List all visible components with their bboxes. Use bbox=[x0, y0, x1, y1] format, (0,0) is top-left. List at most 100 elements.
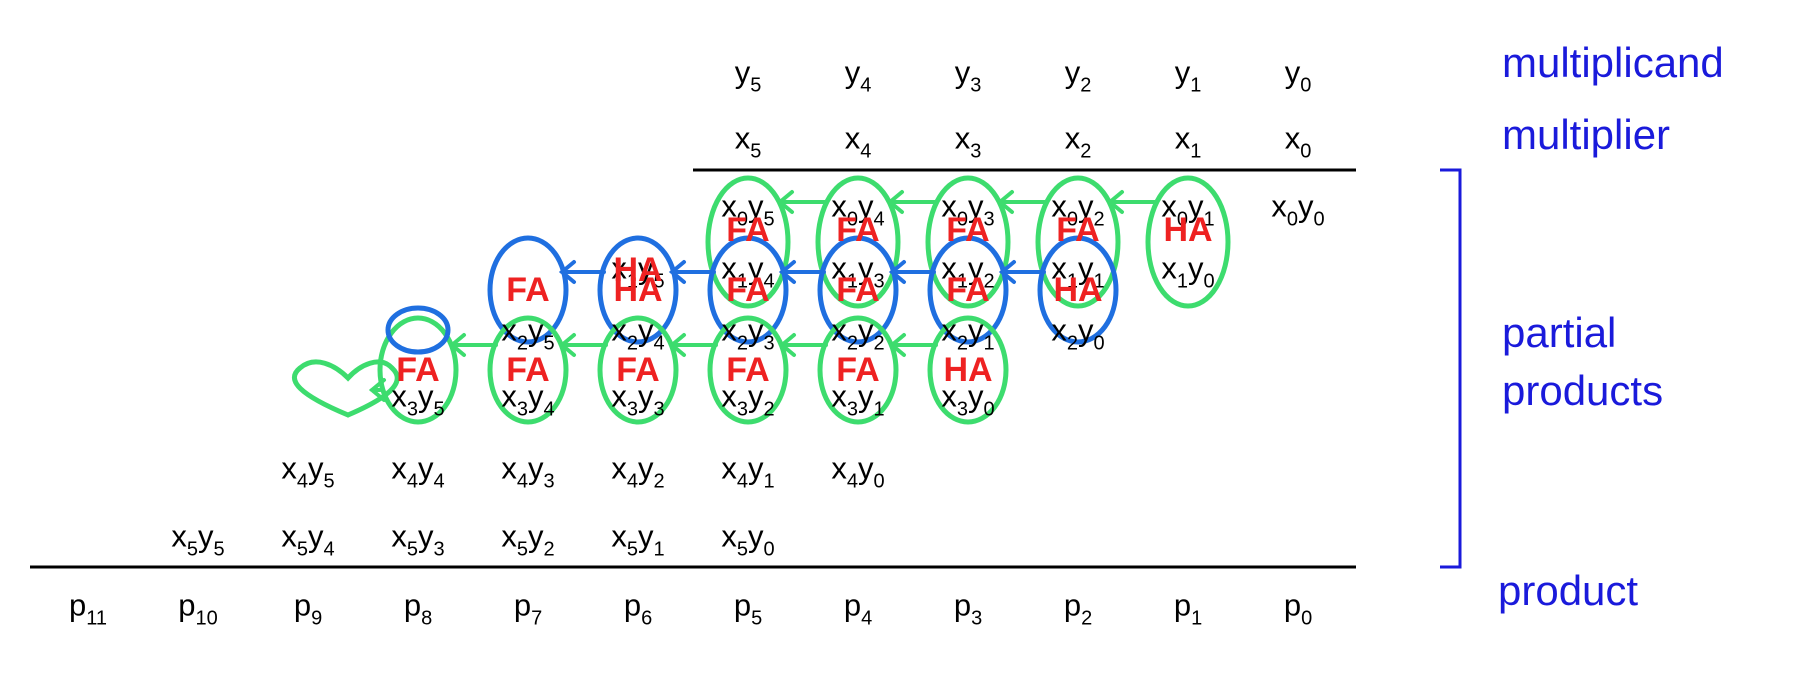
partial-products-bracket bbox=[1440, 168, 1462, 569]
partial-product: x1y2 bbox=[941, 250, 995, 293]
product-bit: p10 bbox=[178, 587, 218, 630]
partial-product: x3y4 bbox=[501, 378, 555, 421]
stage1-adder-loop bbox=[705, 175, 791, 309]
label-partial: partial bbox=[1502, 309, 1617, 356]
product-bit: p3 bbox=[953, 587, 983, 630]
partial-product: x3y5 bbox=[391, 378, 445, 421]
stage2-adder-loop bbox=[817, 235, 899, 345]
stage1-adder-loop bbox=[815, 175, 901, 309]
partial-product: x0y5 bbox=[721, 188, 775, 231]
multiplicand-bit: y0 bbox=[1284, 54, 1312, 97]
partial-product: x0y3 bbox=[941, 188, 995, 231]
label-multiplicand: multiplicand bbox=[1502, 39, 1724, 86]
carry-arrow bbox=[558, 260, 606, 284]
carry-arrow bbox=[998, 260, 1046, 284]
partial-product: x4y0 bbox=[831, 450, 885, 493]
carry-arrow bbox=[778, 333, 828, 357]
multiplicand-bit: y1 bbox=[1174, 54, 1202, 97]
label-product: product bbox=[1498, 567, 1639, 614]
product-bit: p2 bbox=[1063, 587, 1093, 630]
partial-product: x1y5 bbox=[611, 250, 665, 293]
stage2-adder-loop bbox=[385, 305, 451, 355]
multiplier-bit: x4 bbox=[844, 120, 872, 163]
carry-arrow bbox=[448, 333, 498, 357]
partial-product: x4y1 bbox=[721, 450, 775, 493]
stage1-adder-loop bbox=[925, 175, 1011, 309]
adder-annotations bbox=[292, 175, 1231, 425]
carry-out-loop bbox=[292, 359, 400, 418]
partial-product: x4y5 bbox=[281, 450, 335, 493]
partial-product: x1y0 bbox=[1161, 250, 1215, 293]
product-bit: p6 bbox=[623, 587, 653, 630]
multiplicand-bit: y5 bbox=[734, 54, 762, 97]
partial-product: x5y3 bbox=[391, 518, 445, 561]
partial-product: x3y1 bbox=[831, 378, 885, 421]
partial-product: x4y4 bbox=[391, 450, 445, 493]
label-multiplier: multiplier bbox=[1502, 111, 1671, 158]
multiplier-bit: x0 bbox=[1284, 120, 1312, 163]
multiplicand-bit: y4 bbox=[844, 54, 872, 97]
product-bit: p9 bbox=[293, 587, 323, 630]
partial-product: x0y1 bbox=[1161, 188, 1215, 231]
multiplier-bit: x5 bbox=[734, 120, 762, 163]
product-bit: p0 bbox=[1283, 587, 1313, 630]
partial-product: x2y1 bbox=[941, 312, 995, 355]
stage2-adder-loop bbox=[1037, 235, 1119, 345]
multiplier-bit: x2 bbox=[1064, 120, 1092, 163]
partial-product: x4y2 bbox=[611, 450, 665, 493]
product-bit: p8 bbox=[403, 587, 433, 630]
partial-product: x2y2 bbox=[831, 312, 885, 355]
partial-product: x2y0 bbox=[1051, 312, 1105, 355]
carry-arrow bbox=[778, 260, 826, 284]
partial-product: x2y4 bbox=[611, 312, 665, 355]
multiplicand-bit: y3 bbox=[954, 54, 982, 97]
stage2-adder-loop bbox=[927, 235, 1009, 345]
stage3-adder-loop bbox=[927, 315, 1009, 425]
carry-arrow bbox=[668, 333, 718, 357]
partial-product: x5y2 bbox=[501, 518, 555, 561]
partial-product: x1y1 bbox=[1051, 250, 1105, 293]
stage1-adder-loop bbox=[1145, 175, 1231, 309]
partial-product: x5y4 bbox=[281, 518, 335, 561]
partial-product: x2y5 bbox=[501, 312, 555, 355]
carry-arrow bbox=[668, 260, 716, 284]
product-bit: p1 bbox=[1173, 587, 1203, 630]
carry-arrow bbox=[776, 190, 828, 214]
product-bit: p5 bbox=[733, 587, 763, 630]
multiplier-bit: x1 bbox=[1174, 120, 1202, 163]
partial-product: x5y0 bbox=[721, 518, 775, 561]
stage1-adder-loop bbox=[1035, 175, 1121, 309]
stage2-adder-loop bbox=[597, 235, 679, 345]
partial-product: x1y4 bbox=[721, 250, 775, 293]
label-products: products bbox=[1502, 367, 1664, 414]
partial-product: x4y3 bbox=[501, 450, 555, 493]
stage2-adder-loop bbox=[487, 235, 569, 345]
multiplicand-bit: y2 bbox=[1064, 54, 1092, 97]
partial-product: x3y2 bbox=[721, 378, 775, 421]
partial-product: x0y2 bbox=[1051, 188, 1105, 231]
carry-arrow bbox=[996, 190, 1048, 214]
carry-arrow bbox=[886, 190, 938, 214]
stage3-adder-loop bbox=[377, 315, 459, 425]
partial-product: x0y4 bbox=[831, 188, 885, 231]
partial-product: x0y0 bbox=[1271, 188, 1325, 231]
partial-product: x3y3 bbox=[611, 378, 665, 421]
stage3-adder-loop bbox=[817, 315, 899, 425]
carry-arrow bbox=[888, 260, 936, 284]
partial-product: x5y5 bbox=[171, 518, 225, 561]
product-bit: p11 bbox=[68, 587, 108, 630]
carry-arrow bbox=[368, 378, 386, 402]
multiplier-bit: x3 bbox=[954, 120, 982, 163]
stage3-adder-loop bbox=[707, 315, 789, 425]
stage3-adder-loop bbox=[487, 315, 569, 425]
partial-product: x3y0 bbox=[941, 378, 995, 421]
product-bit: p4 bbox=[843, 587, 873, 630]
product-bit: p7 bbox=[513, 587, 543, 630]
carry-arrow bbox=[558, 333, 608, 357]
partial-product: x1y3 bbox=[831, 250, 885, 293]
stage2-adder-loop bbox=[707, 235, 789, 345]
carry-arrow bbox=[888, 333, 938, 357]
carry-arrow bbox=[1106, 190, 1158, 214]
stage3-adder-loop bbox=[597, 315, 679, 425]
